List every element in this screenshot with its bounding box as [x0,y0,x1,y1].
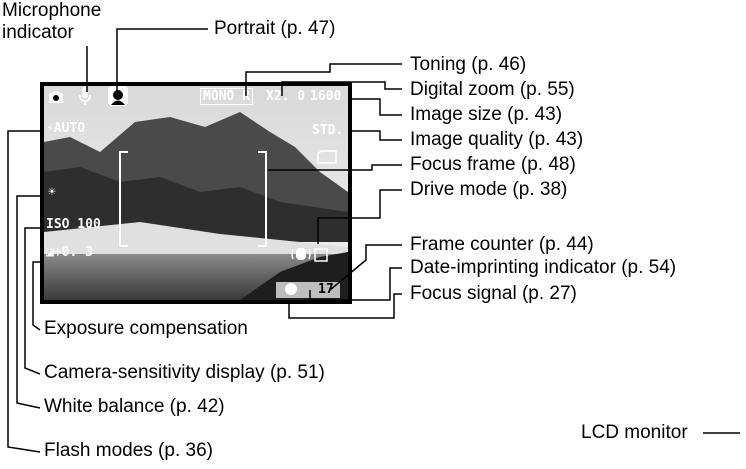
focus-signal-icon [284,282,298,300]
camera-mode-icon [48,90,64,108]
exposure-icon: ◪ [46,245,54,260]
scene-photo [44,86,348,300]
label-digital-zoom: Digital zoom (p. 55) [410,79,575,100]
lightning-icon: ⚡ [46,121,54,136]
digital-zoom-indicator: X2. 0 [266,89,306,104]
label-portrait: Portrait (p. 47) [214,18,336,39]
label-camera-sensitivity: Camera-sensitivity display (p. 51) [44,362,325,383]
toning-indicator: MONO R [200,88,253,105]
label-microphone-line1: Microphone [2,0,102,21]
portrait-icon [108,86,128,110]
label-toning: Toning (p. 46) [410,54,527,75]
iso-indicator: ISO 100 [46,217,101,232]
exposure-compensation-indicator: ◪+0. 3 [46,245,93,260]
label-focus-signal: Focus signal (p. 27) [410,283,577,304]
label-focus-frame: Focus frame (p. 48) [410,154,576,175]
drive-mode-icon [314,248,328,266]
white-balance-icon: ☀ [48,185,56,200]
label-date-imprinting: Date-imprinting indicator (p. 54) [410,257,677,278]
lcd-screen: MONO R X2. 0 1600 STD. ⚡AUTO ☀ ISO 100 ◪… [40,82,352,304]
image-size-indicator: 1600 [310,89,342,104]
label-white-balance: White balance (p. 42) [44,396,225,417]
focus-frame [119,151,267,247]
card-icon [316,150,338,168]
label-microphone-indicator: Microphone indicator [2,0,101,44]
label-exposure-compensation: Exposure compensation [44,318,248,339]
flash-mode-indicator: ⚡AUTO [46,121,86,136]
label-microphone-line2: indicator [2,22,74,43]
label-image-size: Image size (p. 43) [410,104,563,125]
label-image-quality: Image quality (p. 43) [410,129,584,150]
frame-counter: 17 [318,282,334,297]
image-quality-indicator: STD. [312,123,344,138]
label-drive-mode: Drive mode (p. 38) [410,179,568,200]
label-frame-counter: Frame counter (p. 44) [410,234,594,255]
anti-shake-icon [290,246,312,266]
label-lcd-monitor: LCD monitor [581,422,688,443]
label-flash-modes: Flash modes (p. 36) [44,440,213,461]
